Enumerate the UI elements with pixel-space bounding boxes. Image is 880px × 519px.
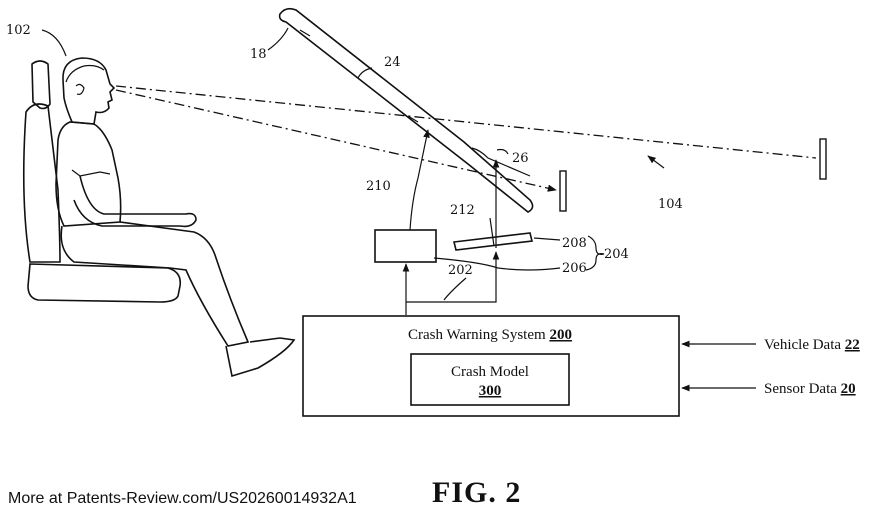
ref-18: 18 [250, 47, 267, 62]
ref-102: 102 [6, 23, 31, 38]
crash-model-box [410, 353, 570, 406]
ref-208: 208 [562, 236, 587, 251]
vehicle-data-label: Vehicle Data 22 [764, 337, 860, 353]
source-footer: More at Patents-Review.com/US20260014932… [8, 490, 357, 507]
model-title: Crash Model [451, 364, 529, 380]
display-panel-208 [453, 232, 533, 251]
ref-212: 212 [450, 203, 475, 218]
vehicle-seat [22, 60, 182, 303]
far-image-plane [819, 138, 827, 180]
occupant-figure [55, 57, 296, 378]
windshield [278, 7, 534, 213]
near-image-plane [559, 170, 567, 212]
ref-26: 26 [512, 151, 529, 166]
ref-24: 24 [384, 55, 401, 70]
ref-104: 104 [658, 197, 683, 212]
ref-204: 204 [604, 247, 629, 262]
figure-label: FIG. 2 [432, 476, 521, 509]
sensor-data-label: Sensor Data 20 [764, 381, 856, 397]
projector-unit [374, 229, 437, 263]
ref-206: 206 [562, 261, 587, 276]
sight-lines [115, 85, 817, 192]
system-title: Crash Warning System 200 [408, 327, 572, 343]
ref-210: 210 [366, 179, 391, 194]
system-number: 200 [549, 327, 572, 343]
model-number: 300 [479, 383, 502, 399]
ref-202: 202 [448, 263, 473, 278]
